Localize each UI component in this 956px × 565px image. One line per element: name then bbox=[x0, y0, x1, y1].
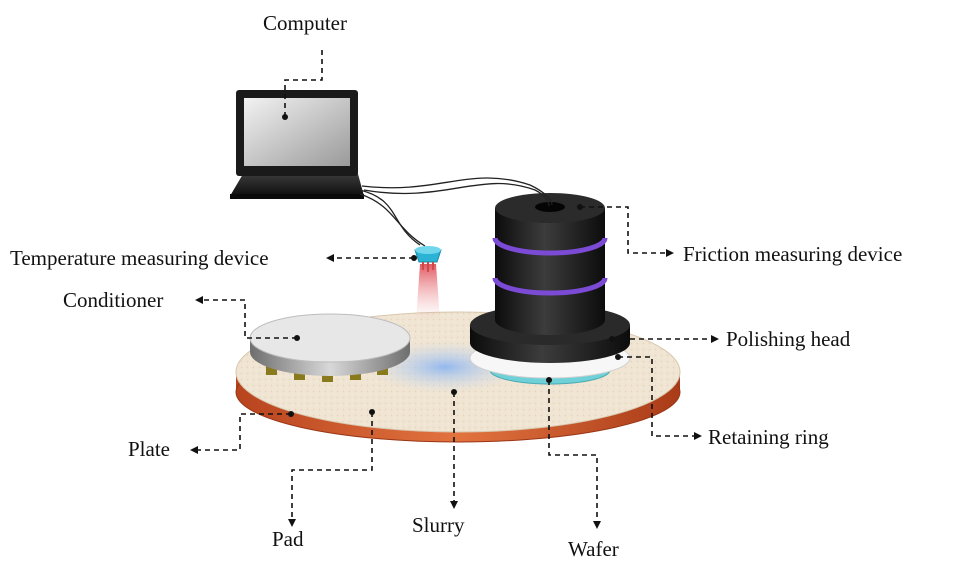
friction-measuring-device bbox=[492, 193, 608, 335]
label-computer: Computer bbox=[263, 11, 347, 35]
leader-temperature bbox=[326, 254, 417, 262]
computer bbox=[230, 90, 364, 199]
label-conditioner: Conditioner bbox=[63, 288, 163, 312]
leader-computer bbox=[282, 48, 323, 120]
leader-polishing-head bbox=[609, 335, 719, 343]
leader-wafer bbox=[546, 377, 601, 529]
leader-retaining-ring bbox=[615, 354, 702, 440]
leader-slurry bbox=[450, 389, 458, 509]
label-plate: Plate bbox=[128, 437, 170, 461]
label-polishing-head: Polishing head bbox=[726, 327, 851, 351]
leader-conditioner bbox=[195, 296, 300, 341]
leader-plate bbox=[190, 411, 294, 454]
leader-friction bbox=[577, 204, 674, 257]
label-temperature-measuring-device: Temperature measuring device bbox=[10, 246, 269, 270]
conditioner bbox=[249, 313, 411, 382]
label-wafer: Wafer bbox=[568, 537, 619, 561]
cables bbox=[359, 177, 553, 247]
label-slurry: Slurry bbox=[412, 513, 465, 537]
leader-pad bbox=[288, 409, 375, 527]
label-retaining-ring: Retaining ring bbox=[708, 425, 829, 449]
temperature-measuring-device bbox=[414, 246, 442, 320]
label-friction-measuring-device: Friction measuring device bbox=[683, 242, 902, 266]
label-pad: Pad bbox=[272, 527, 304, 551]
